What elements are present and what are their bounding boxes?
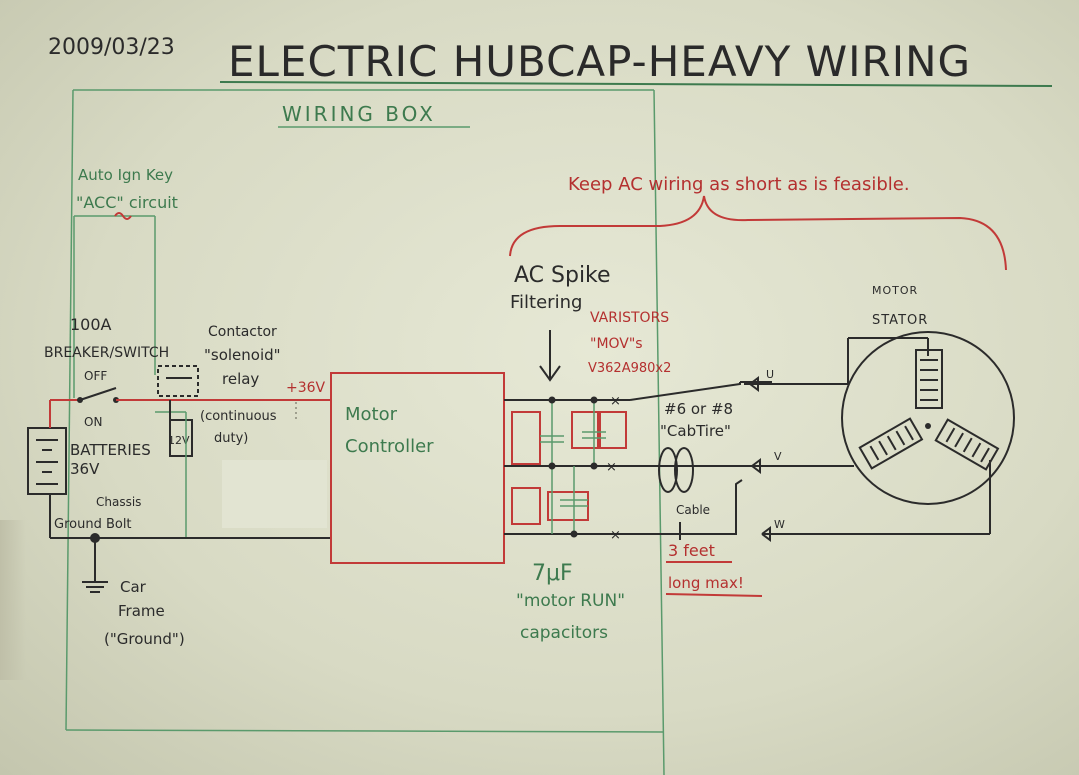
ac-spike-label-2: Filtering — [510, 292, 582, 313]
phase-label-u: U — [766, 368, 774, 381]
controller-label-1: Motor — [345, 404, 398, 425]
varistor-capacitor-network: × × × — [511, 394, 627, 543]
acc-label-1: Auto Ign Key — [78, 166, 173, 184]
cabtire-cable: #6 or #8 "CabTire" Cable 3 feet long max… — [658, 400, 763, 597]
contactor-label-2: "solenoid" — [204, 346, 281, 364]
capacitor-label-2: "motor RUN" — [516, 591, 625, 611]
stator-label-1: MOTOR — [872, 284, 918, 297]
keep-short-note: Keep AC wiring as short as is feasible. — [568, 174, 910, 195]
contactor-label-1: Contactor — [208, 324, 277, 340]
cable-gauge: #6 or #8 — [664, 400, 733, 418]
controller-label-2: Controller — [345, 436, 434, 457]
acc-circuit: Auto Ign Key "ACC" circuit — [73, 166, 178, 398]
phase-label-w: W — [774, 518, 785, 531]
cable-length-1: 3 feet — [668, 541, 715, 560]
breaker-label: BREAKER/SWITCH — [44, 345, 169, 361]
ac-section-brace — [509, 195, 1007, 271]
car-frame-label-3: ("Ground") — [104, 630, 185, 648]
capacitor-label-3: capacitors — [520, 623, 608, 643]
batteries-label: BATTERIES — [70, 441, 151, 459]
stator-label-2: STATOR — [872, 313, 928, 328]
positive-rail-label: +36V — [286, 380, 326, 396]
chassis-label-1: Chassis — [96, 495, 141, 509]
breaker-rating: 100A — [70, 315, 112, 334]
x-mark-w: × — [610, 528, 621, 543]
batteries-voltage: 36V — [70, 460, 100, 478]
contactor-label-5: duty) — [214, 431, 248, 446]
breaker-off-label: OFF — [84, 369, 107, 383]
contactor-relay: Contactor "solenoid" relay (continuous d… — [155, 324, 330, 538]
chassis-label-2: Ground Bolt — [54, 517, 132, 532]
stator-feed-lines: U V W — [744, 337, 991, 542]
varistors-label-3: V362A980x2 — [588, 361, 671, 376]
battery-pack: BATTERIES 36V — [27, 400, 151, 538]
varistors-label-2: "MOV"s — [590, 336, 643, 352]
breaker-switch: 100A BREAKER/SWITCH OFF ON — [44, 315, 169, 429]
ac-spike-label-1: AC Spike — [514, 263, 611, 288]
ac-spike-filter: AC Spike Filtering — [510, 263, 611, 382]
paper-smudge — [222, 460, 327, 528]
capacitor-value: 7μF — [532, 561, 573, 586]
motor-stator: MOTOR STATOR — [841, 284, 1015, 505]
car-frame-label-1: Car — [120, 578, 147, 596]
phase-label-v: V — [774, 450, 782, 463]
photo-edge-shadow — [0, 520, 26, 680]
x-mark-v: × — [606, 460, 617, 475]
ac-output-lines — [504, 381, 772, 535]
x-mark-u: × — [610, 394, 621, 409]
ground-rail: Chassis Ground Bolt Car Frame ("Ground") — [50, 495, 330, 648]
varistors-label-1: VARISTORS — [590, 310, 669, 326]
acc-label-2: "ACC" circuit — [76, 193, 178, 212]
contactor-coil-label: 12V — [168, 434, 190, 447]
wiring-box-label: WIRING BOX — [282, 102, 436, 126]
contactor-label-3: relay — [222, 370, 259, 388]
cable-type: "CabTire" — [660, 422, 731, 440]
cable-label: Cable — [676, 503, 710, 517]
breaker-on-label: ON — [84, 415, 102, 429]
diagram-title: ELECTRIC HUBCAP-HEAVY WIRING — [228, 37, 971, 86]
car-frame-label-2: Frame — [118, 602, 165, 620]
date-label: 2009/03/23 — [48, 35, 175, 60]
motor-controller: Motor Controller — [330, 372, 505, 564]
wiring-box: WIRING BOX — [65, 89, 665, 775]
contactor-label-4: (continuous — [200, 409, 277, 424]
cable-length-2: long max! — [668, 574, 744, 592]
title-underline — [219, 81, 1053, 87]
